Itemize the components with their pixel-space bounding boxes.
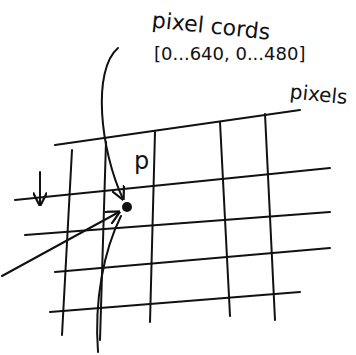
pointer-arrow — [2, 212, 119, 276]
down-arrow — [39, 172, 41, 205]
unit-text: pixels — [287, 80, 351, 108]
annotation-text: pixel cords — [149, 8, 274, 45]
pixel-point — [122, 202, 132, 212]
range-text: [0...640, 0...480] — [152, 44, 307, 64]
pixel-grid — [15, 110, 330, 340]
curve-line — [97, 216, 121, 352]
leader-arrow — [102, 48, 123, 199]
point-label: p — [132, 148, 151, 174]
